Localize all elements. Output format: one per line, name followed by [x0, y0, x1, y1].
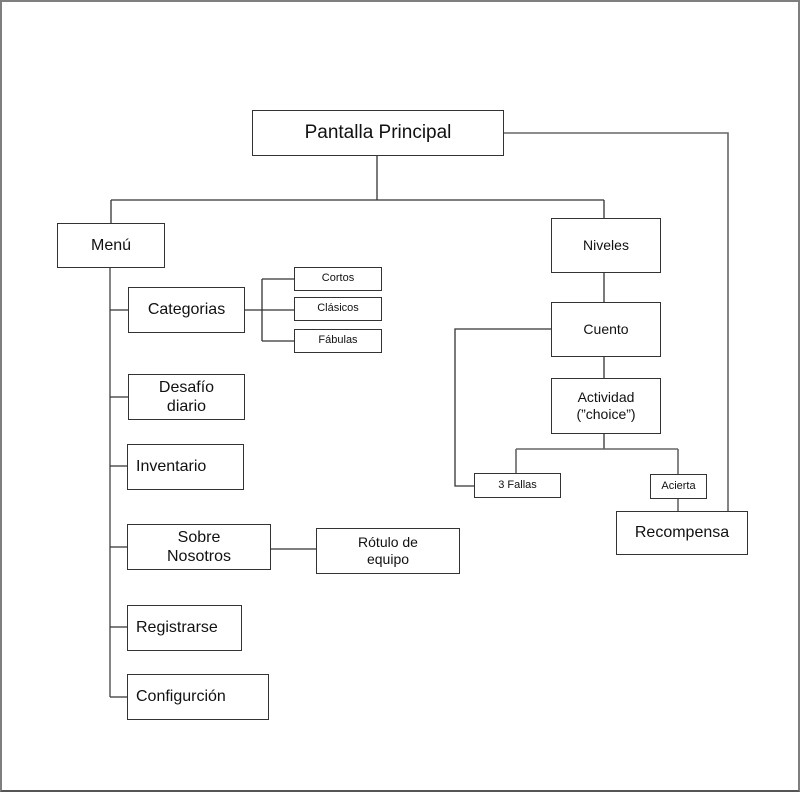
desafio-diario-label: Desafío diario	[158, 378, 215, 415]
node-registrarse: Registrarse	[127, 605, 242, 651]
node-3-fallas: 3 Fallas	[474, 473, 561, 498]
node-cortos: Cortos	[294, 267, 382, 291]
actividad-label: Actividad (”choice”)	[576, 389, 636, 422]
node-acierta: Acierta	[650, 474, 707, 499]
node-inventario: Inventario	[127, 444, 244, 490]
node-pantalla-principal: Pantalla Principal	[252, 110, 504, 156]
node-categorias: Categorias	[128, 287, 245, 333]
node-recompensa: Recompensa	[616, 511, 748, 555]
node-rotulo-equipo: Rótulo de equipo	[316, 528, 460, 574]
node-actividad: Actividad (”choice”)	[551, 378, 661, 434]
node-cuento: Cuento	[551, 302, 661, 357]
node-fabulas: Fábulas	[294, 329, 382, 353]
sobre-nosotros-label: Sobre Nosotros	[166, 528, 232, 565]
node-clasicos: Clásicos	[294, 297, 382, 321]
node-menu: Menú	[57, 223, 165, 268]
rotulo-equipo-label: Rótulo de equipo	[358, 534, 418, 567]
node-sobre-nosotros: Sobre Nosotros	[127, 524, 271, 570]
node-niveles: Niveles	[551, 218, 661, 273]
node-configuracion: Configurción	[127, 674, 269, 720]
node-desafio-diario: Desafío diario	[128, 374, 245, 420]
edge-root-recompensa	[504, 132, 729, 513]
edge-fallas-cuento	[454, 328, 551, 487]
